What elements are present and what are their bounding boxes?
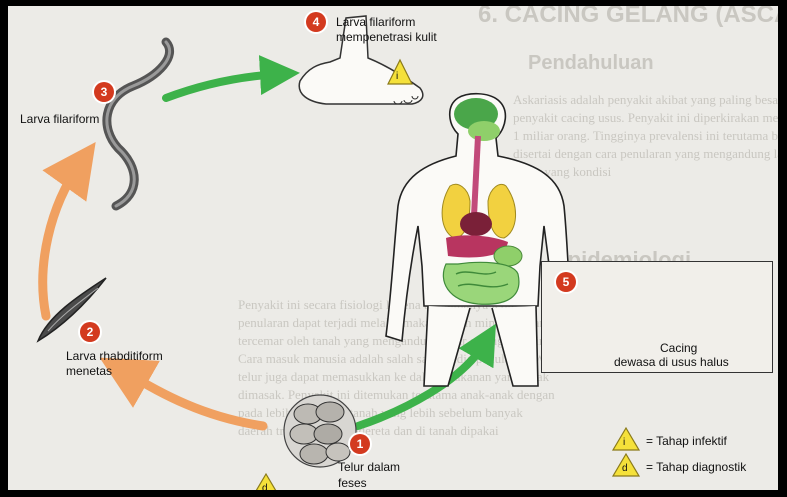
- eggs-illustration: [284, 395, 356, 467]
- stage-3-label: Larva filariform: [20, 112, 99, 126]
- legend-infective-letter: i: [623, 436, 625, 450]
- arrow-egg-to-rhabditiform: [123, 371, 263, 426]
- stage-1-badge: 1: [350, 434, 370, 454]
- arrow-rhabditiform-to-filariform: [43, 164, 80, 316]
- legend-diagnostic-label: = Tahap diagnostik: [646, 460, 746, 474]
- stage-2-label-line1: Larva rhabditiform: [66, 349, 163, 363]
- filariform-larva-illustration: [107, 42, 170, 206]
- stage-2-label-line2: menetas: [66, 364, 112, 378]
- stage-1-label-line1: Telur dalam: [338, 460, 400, 474]
- stage-4-badge: 4: [306, 12, 326, 32]
- legend-infective-icon: [613, 428, 639, 450]
- life-cycle-illustration: [8, 6, 778, 490]
- arrow-filariform-to-skin: [166, 74, 280, 98]
- infective-marker-letter: i: [396, 70, 398, 84]
- textbook-page: 6. CACING GELANG (ASCARIS) BESAR (ASCARI…: [8, 6, 778, 490]
- stage-5-label-line1: Cacing: [660, 341, 697, 355]
- legend-diagnostic-letter: d: [622, 462, 628, 476]
- arrow-body-to-feces: [358, 341, 486, 426]
- stage-4-label-line1: Larva filariform: [336, 15, 415, 29]
- stage-4-label-line2: mempenetrasi kulit: [336, 30, 437, 44]
- stage-3-badge: 3: [94, 82, 114, 102]
- diagnostic-marker-letter: d: [262, 482, 268, 490]
- legend-infective-label: = Tahap infektif: [646, 434, 727, 448]
- stage-1-label-line2: feses: [338, 476, 367, 490]
- stage-5-badge: 5: [556, 272, 576, 292]
- stage-5-label-line2: dewasa di usus halus: [614, 355, 729, 369]
- stage-2-badge: 2: [80, 322, 100, 342]
